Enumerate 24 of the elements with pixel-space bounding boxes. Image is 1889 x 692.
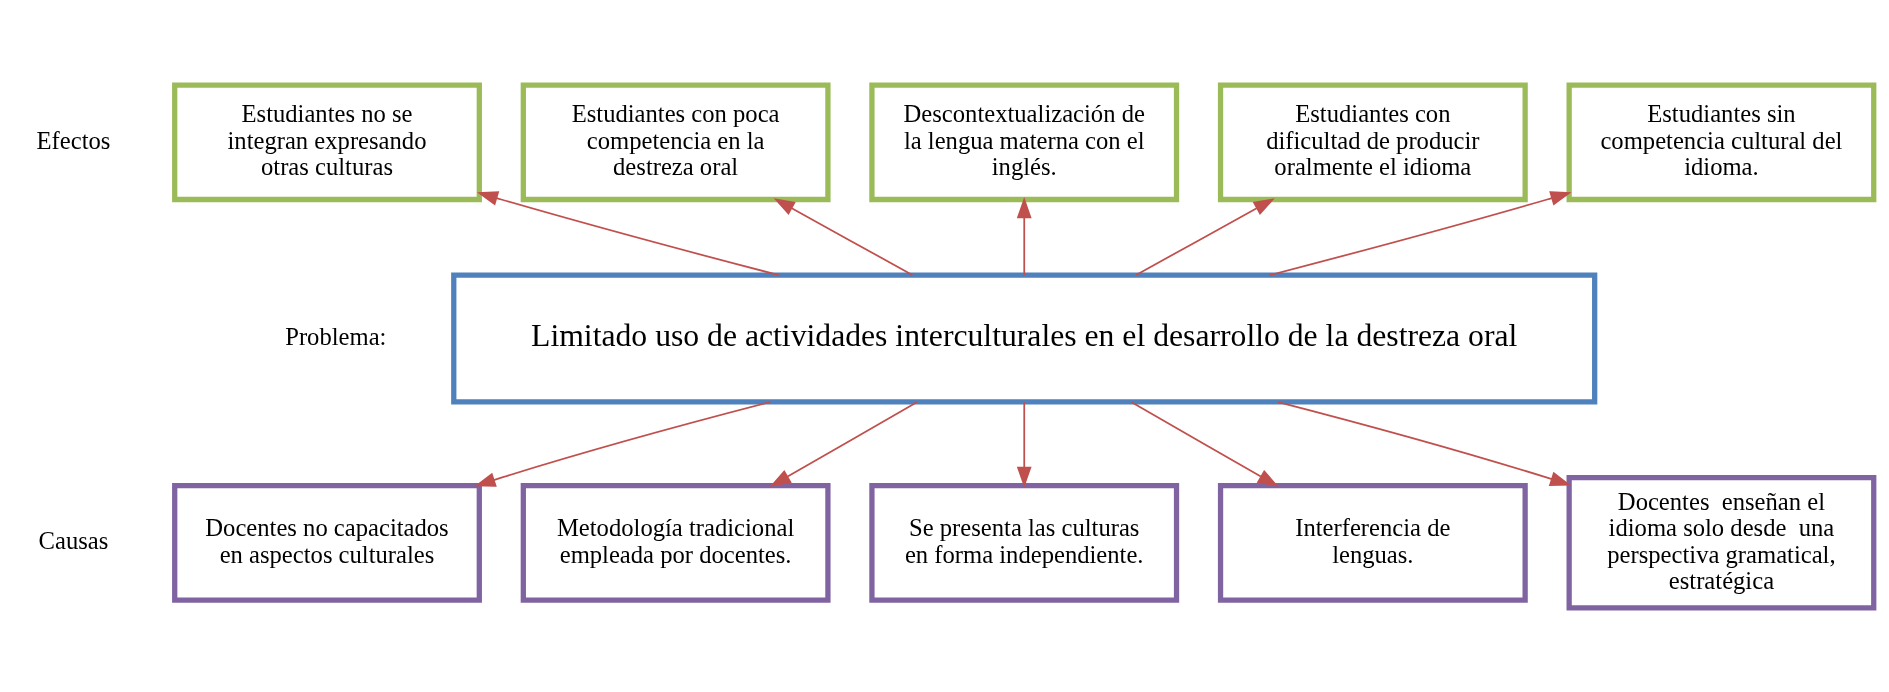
node-box: Metodología tradicional empleada por docentes. xyxy=(520,482,831,603)
node-box: Limitado uso de actividades interculturales en el desarrollo de la destreza oral xyxy=(450,272,1597,405)
arrow xyxy=(1276,400,1571,486)
arrow xyxy=(773,197,913,276)
arrow xyxy=(473,400,771,487)
node-box: Estudiantes con poca competencia en la destreza oral xyxy=(520,81,831,202)
arrow xyxy=(1016,400,1032,488)
arrow xyxy=(1130,400,1279,487)
arrow xyxy=(1016,196,1032,276)
node-box: Descontextualización de la lengua materna con el inglés. xyxy=(868,81,1179,202)
node-box: Docentes enseñan el idioma solo desde una perspectiva gramatical, estratégica xyxy=(1566,474,1876,611)
arrow xyxy=(1268,190,1572,276)
label: Causas xyxy=(38,526,108,554)
label: Problema: xyxy=(284,322,386,350)
node-box: Estudiantes con dificultad de producir oralmente el idioma xyxy=(1217,81,1528,202)
arrow xyxy=(769,400,918,487)
arrow xyxy=(1134,197,1275,276)
node-box: Se presenta las culturas en forma independiente. xyxy=(868,482,1179,603)
node-box: Interferencia de lenguas. xyxy=(1217,482,1528,603)
node-box: Estudiantes sin competencia cultural del idioma. xyxy=(1566,81,1876,202)
arrow xyxy=(476,190,780,276)
node-box: Docentes no capacitados en aspectos culturales xyxy=(171,482,482,603)
label: Efectos xyxy=(36,126,110,154)
node-box: Estudiantes no se integran expresando otras culturas xyxy=(171,81,482,202)
